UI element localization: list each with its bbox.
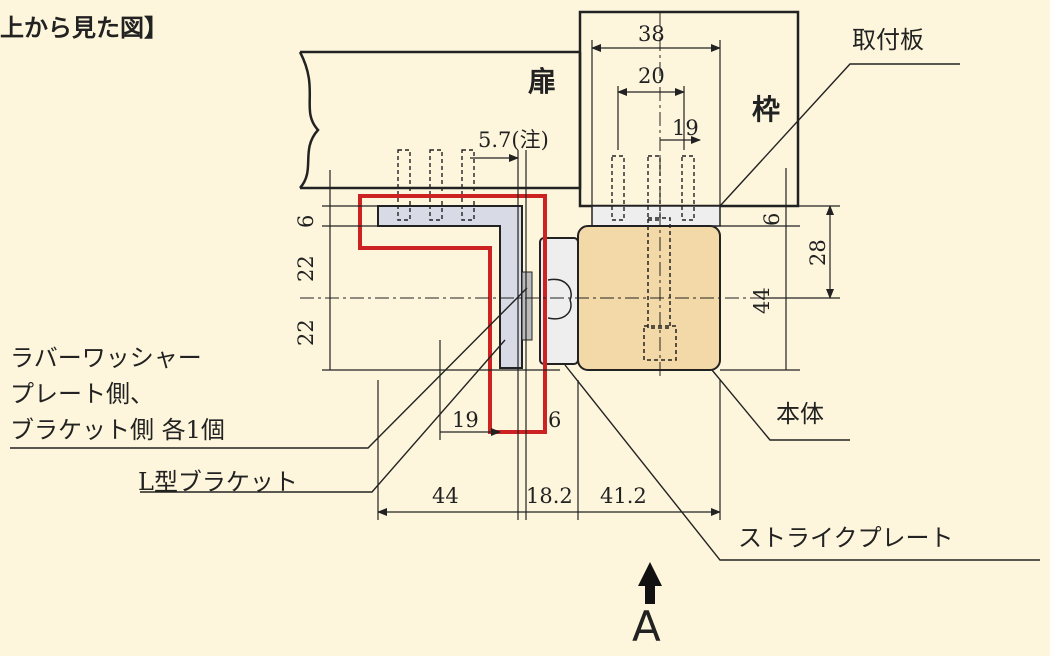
header-title: 上から見た図】 — [0, 14, 168, 42]
dim-38: 38 — [638, 22, 665, 46]
leader-strike — [564, 364, 1040, 561]
dim-18-2: 18.2 — [526, 484, 573, 508]
label-washer-1: ラバーワッシャー — [10, 344, 202, 372]
dim-41-2: 41.2 — [600, 484, 647, 508]
body-screw — [647, 217, 671, 329]
dim-22-upper: 22 — [294, 255, 318, 282]
body-shape — [577, 225, 721, 371]
leader-bracket — [140, 339, 506, 493]
label-door: 扉 — [528, 65, 557, 98]
label-l-bracket: L型ブラケット — [138, 468, 298, 496]
strike-bump — [547, 278, 572, 320]
label-strike-plate: ストライクプレート — [738, 524, 954, 552]
dim-20: 20 — [638, 64, 665, 88]
view-arrow — [638, 562, 662, 604]
dim-6-right: 6 — [760, 212, 784, 226]
dim-28: 28 — [806, 239, 830, 266]
label-mount-plate: 取付板 — [852, 26, 924, 54]
leader-washer — [10, 287, 528, 449]
washer-shape — [521, 271, 533, 341]
l-bracket-shape — [377, 205, 523, 369]
label-frame: 枠 — [752, 93, 781, 126]
dim-6-left: 6 — [294, 214, 318, 228]
label-body: 本体 — [776, 400, 824, 428]
strike-plate-shape — [539, 237, 579, 365]
dim-22-lower: 22 — [294, 319, 318, 346]
label-washer-2: プレート側、 — [10, 380, 154, 408]
label-washer-3: ブラケット側 各1個 — [10, 416, 225, 444]
dim-44-bottom: 44 — [432, 484, 459, 508]
mount-plate-shape — [591, 205, 721, 227]
dim-19-top: 19 — [672, 116, 699, 140]
leader-body — [711, 369, 850, 441]
dim-57: 5.7(注) — [478, 128, 549, 152]
dim-44-right: 44 — [750, 287, 774, 314]
leader-mount-plate — [719, 63, 960, 207]
dim-6-bottom: 6 — [548, 408, 562, 432]
dim-19-bottom: 19 — [452, 408, 479, 432]
view-label-a: A — [632, 602, 661, 651]
